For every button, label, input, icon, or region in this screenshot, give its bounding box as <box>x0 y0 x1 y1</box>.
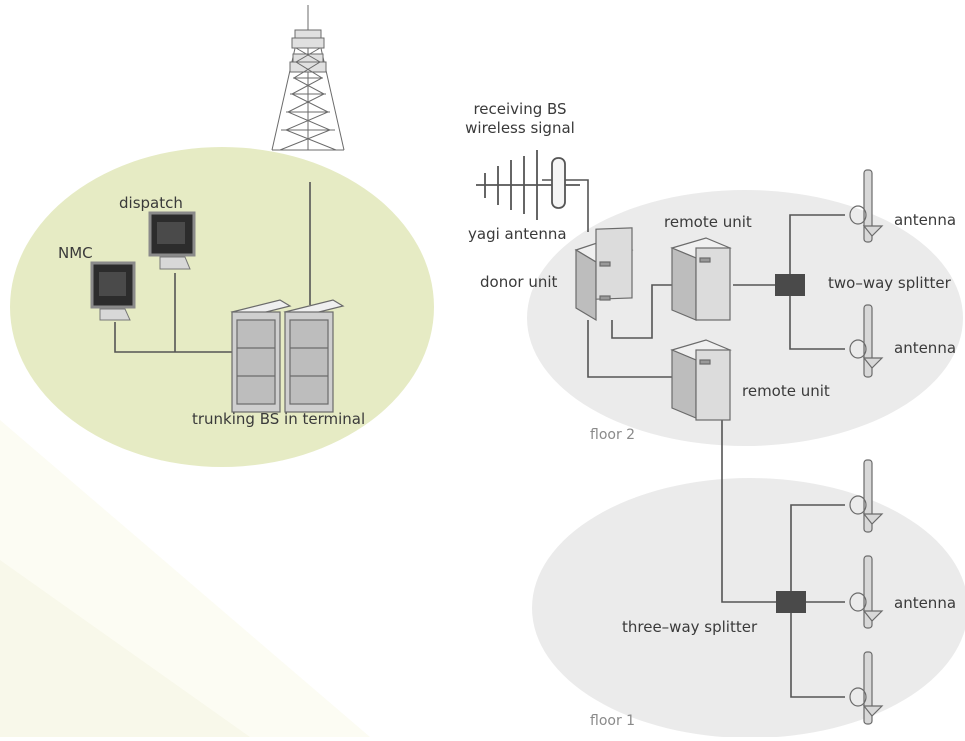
receiving-signal-label-line2: wireless signal <box>465 119 575 137</box>
receiving-signal-label-line1: receiving BS <box>473 100 567 118</box>
connection-lines <box>114 179 845 698</box>
antenna-label-top: antenna <box>894 211 957 229</box>
nmc-label: NMC <box>58 244 93 262</box>
donor-unit-label: donor unit <box>480 273 558 291</box>
remote-unit-top-label: remote unit <box>664 213 752 231</box>
yagi-antenna-icon <box>476 150 580 220</box>
three-way-splitter-icon <box>776 591 806 613</box>
floor1-label: floor 1 <box>590 713 636 729</box>
remote-unit-bottom-icon <box>670 339 732 421</box>
dispatch-label: dispatch <box>119 194 183 212</box>
antenna-icon <box>849 555 884 629</box>
three-way-splitter-label: three–way splitter <box>622 618 758 636</box>
two-way-splitter-label: two–way splitter <box>828 274 951 292</box>
antenna-label-floor1: antenna <box>894 594 957 612</box>
background-stripes <box>0 420 370 737</box>
remote-unit-bottom-label: remote unit <box>742 382 830 400</box>
antenna-label-mid: antenna <box>894 339 957 357</box>
antenna-icon <box>849 169 884 243</box>
floor2-label: floor 2 <box>590 427 636 443</box>
floor1-zone <box>532 478 965 738</box>
tower-icon <box>271 5 345 151</box>
nmc-monitor-icon <box>90 261 136 321</box>
antenna-icon <box>849 304 884 378</box>
two-way-splitter-icon <box>775 274 805 296</box>
floor2-zone <box>527 190 963 446</box>
remote-unit-top-icon <box>670 237 732 321</box>
donor-unit-icon <box>574 227 634 322</box>
antenna-icon <box>849 459 884 533</box>
trunking-bs-rack-icon <box>230 299 345 413</box>
antenna-icon <box>849 651 884 725</box>
yagi-antenna-label: yagi antenna <box>468 225 567 243</box>
trunking-bs-label: trunking BS in terminal <box>192 410 366 428</box>
dispatch-monitor-icon <box>148 211 196 270</box>
